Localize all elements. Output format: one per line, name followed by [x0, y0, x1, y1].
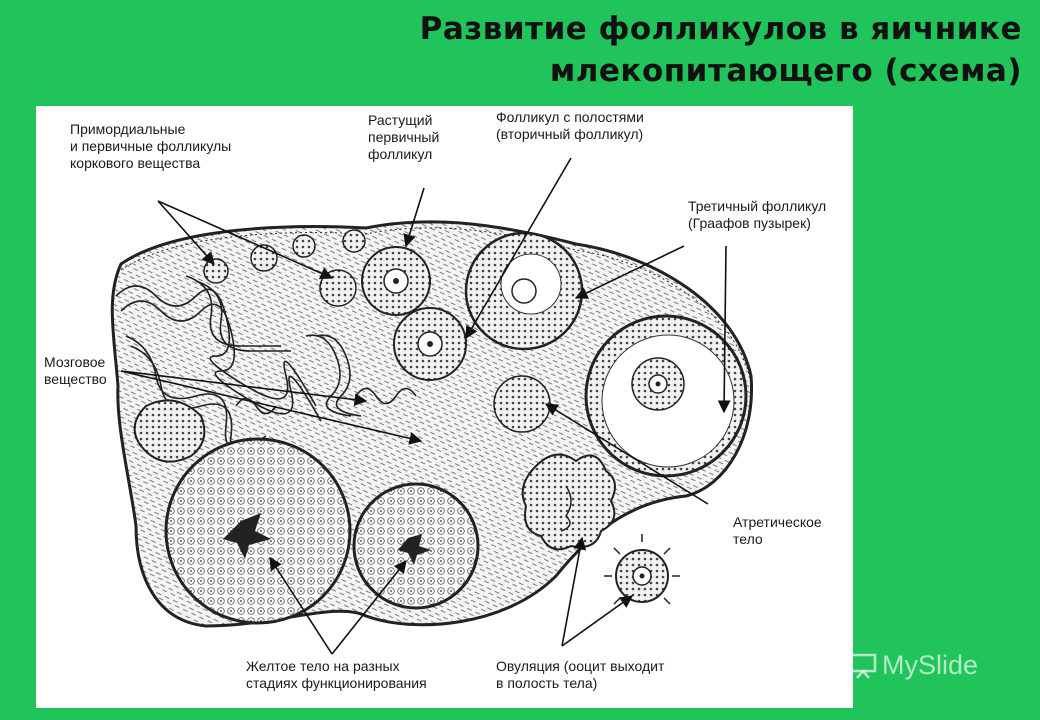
growing-primary-follicle	[361, 246, 431, 316]
graafian-follicle	[584, 314, 748, 478]
secondary-follicle	[393, 231, 584, 433]
stromal-mass	[133, 399, 206, 463]
label-corpus-luteum: Желтое тело на разных стадиях функционир…	[246, 658, 427, 691]
ovary-illustration	[110, 157, 754, 655]
label-primordial-follicles: Примордиальные и первичные фолликулы кор…	[70, 121, 232, 171]
corpus-luteum-large	[164, 437, 352, 625]
label-growing-primary-follicle: Растущий первичный фолликул	[368, 112, 440, 162]
slide-title: Развитие фолликулов в яичнике млекопитаю…	[420, 8, 1022, 92]
watermark: MySlide	[848, 650, 978, 681]
label-atretic-body: Атретическое тело	[733, 514, 822, 547]
label-ovulation: Овуляция (ооцит выходит в полость тела)	[496, 658, 665, 691]
title-line-2: млекопитающего (схема)	[549, 53, 1022, 89]
corpus-luteum-small	[352, 482, 480, 610]
slideshow-icon	[849, 653, 877, 679]
ovulating-follicle	[604, 534, 680, 605]
label-medulla: Мозговое вещество	[44, 354, 107, 387]
atretic-body	[521, 453, 616, 551]
title-line-1: Развитие фолликулов в яичнике	[419, 11, 1022, 47]
ovary-diagram: Примордиальные и первичные фолликулы кор…	[36, 106, 853, 708]
label-tertiary-follicle: Третичный фолликул (Граафов пузырек)	[688, 198, 827, 231]
pointer-arrows	[120, 157, 731, 655]
label-secondary-follicle: Фолликул с полостями (вторичный фолликул…	[496, 109, 644, 142]
watermark-text: MySlide	[882, 650, 979, 680]
